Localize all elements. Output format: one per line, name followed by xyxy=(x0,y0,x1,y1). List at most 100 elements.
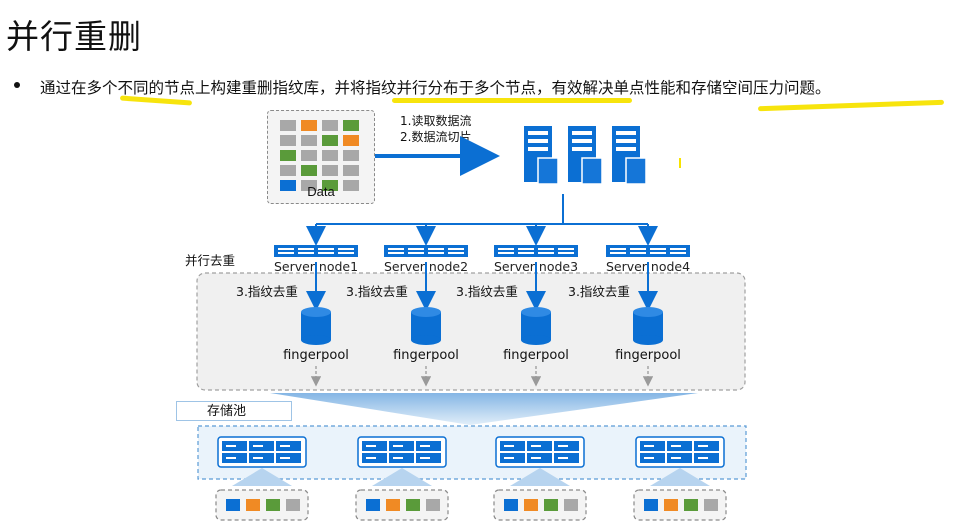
parallel-dedup-region xyxy=(196,272,746,391)
rack-slot xyxy=(630,252,646,254)
block-funnel xyxy=(232,468,292,486)
data-block xyxy=(280,120,296,131)
server-node-label: Server node3 xyxy=(493,259,579,274)
data-block xyxy=(301,120,317,131)
slot-line xyxy=(280,457,290,459)
data-block xyxy=(280,150,296,161)
slot-line xyxy=(531,457,541,459)
dedup-step-label: 3.指纹去重 xyxy=(568,284,630,299)
rack-slot xyxy=(298,248,314,250)
data-block xyxy=(406,499,420,511)
data-block xyxy=(246,499,260,511)
server-node-label: Server node2 xyxy=(383,259,469,274)
dedup-step-label: 3.指纹去重 xyxy=(236,284,298,299)
rack-slot xyxy=(318,252,334,254)
data-block xyxy=(564,499,578,511)
slot-line xyxy=(420,445,430,447)
dedup-step-label: 3.指纹去重 xyxy=(456,284,518,299)
step-slice: 2.数据流切片 xyxy=(400,130,472,144)
data-block xyxy=(280,180,296,191)
rack-slot xyxy=(610,248,626,250)
data-block xyxy=(544,499,558,511)
data-block xyxy=(322,150,338,161)
bullet-text: 通过在多个不同的节点上构建重删指纹库，并将指纹并行分布于多个节点，有效解决单点性… xyxy=(40,79,831,97)
storage-funnel xyxy=(270,393,698,425)
rack-slot xyxy=(558,248,574,250)
fingerpool-label: fingerpool xyxy=(503,348,569,363)
slot-line xyxy=(253,457,263,459)
rack-slot xyxy=(670,248,686,250)
rack-slot xyxy=(278,252,294,254)
slot-line xyxy=(366,445,376,447)
data-block xyxy=(301,180,317,191)
rack-slot xyxy=(408,252,424,254)
parallel-dedup-label: 并行去重 xyxy=(185,253,236,268)
rack-slot xyxy=(498,248,514,250)
rack-slot xyxy=(670,252,686,254)
rack-slot xyxy=(448,248,464,250)
slot-line xyxy=(366,457,376,459)
rack-slot xyxy=(518,252,534,254)
rack-slot xyxy=(558,252,574,254)
block-funnel xyxy=(650,468,710,486)
slot-line xyxy=(644,445,654,447)
rack-slot xyxy=(650,252,666,254)
page-title: 并行重删 xyxy=(6,17,142,56)
rack-slot xyxy=(630,248,646,250)
rack-slot xyxy=(298,252,314,254)
rack-slot xyxy=(538,248,554,250)
data-block xyxy=(366,499,380,511)
rack-slot xyxy=(428,252,444,254)
data-block xyxy=(426,499,440,511)
server-node-label: Server node4 xyxy=(605,259,691,274)
data-block xyxy=(322,120,338,131)
data-block xyxy=(280,135,296,146)
rack-slot xyxy=(388,248,404,250)
data-label: Data xyxy=(307,184,335,199)
rack-slot xyxy=(408,248,424,250)
data-block xyxy=(684,499,698,511)
slot-line xyxy=(504,445,514,447)
block-funnel xyxy=(372,468,432,486)
rack-slot xyxy=(518,248,534,250)
data-block xyxy=(301,150,317,161)
data-block xyxy=(704,499,718,511)
slot-line xyxy=(393,445,403,447)
cylinder-base xyxy=(521,335,551,345)
block-group xyxy=(493,489,587,521)
data-block xyxy=(301,165,317,176)
server-cluster xyxy=(524,126,647,185)
block-group xyxy=(215,489,309,521)
data-block xyxy=(322,180,338,191)
block-funnel xyxy=(510,468,570,486)
server-icon xyxy=(612,126,647,185)
rack-slot xyxy=(278,248,294,250)
rack-slot xyxy=(318,248,334,250)
cylinder-base xyxy=(301,335,331,345)
server-node-icon xyxy=(494,245,578,257)
slot-line xyxy=(226,445,236,447)
dedup-step-label: 3.指纹去重 xyxy=(346,284,408,299)
slot-line xyxy=(393,457,403,459)
slot-line xyxy=(531,445,541,447)
data-block xyxy=(644,499,658,511)
data-block xyxy=(343,120,359,131)
slot-line xyxy=(671,457,681,459)
rack-slot xyxy=(538,252,554,254)
rack-slot xyxy=(650,248,666,250)
data-source-box: Data xyxy=(267,110,375,204)
data-block xyxy=(322,135,338,146)
data-block xyxy=(266,499,280,511)
fingerpool-label: fingerpool xyxy=(393,348,459,363)
cylinder-top xyxy=(411,307,441,317)
slot-line xyxy=(504,457,514,459)
server-node-label: Server node1 xyxy=(273,259,359,274)
cylinder-base xyxy=(633,335,663,345)
highlight-mark xyxy=(392,98,632,103)
slot-line xyxy=(698,445,708,447)
cylinder-top xyxy=(301,307,331,317)
slot-line xyxy=(280,445,290,447)
rack-slot xyxy=(610,252,626,254)
rack-slot xyxy=(428,248,444,250)
